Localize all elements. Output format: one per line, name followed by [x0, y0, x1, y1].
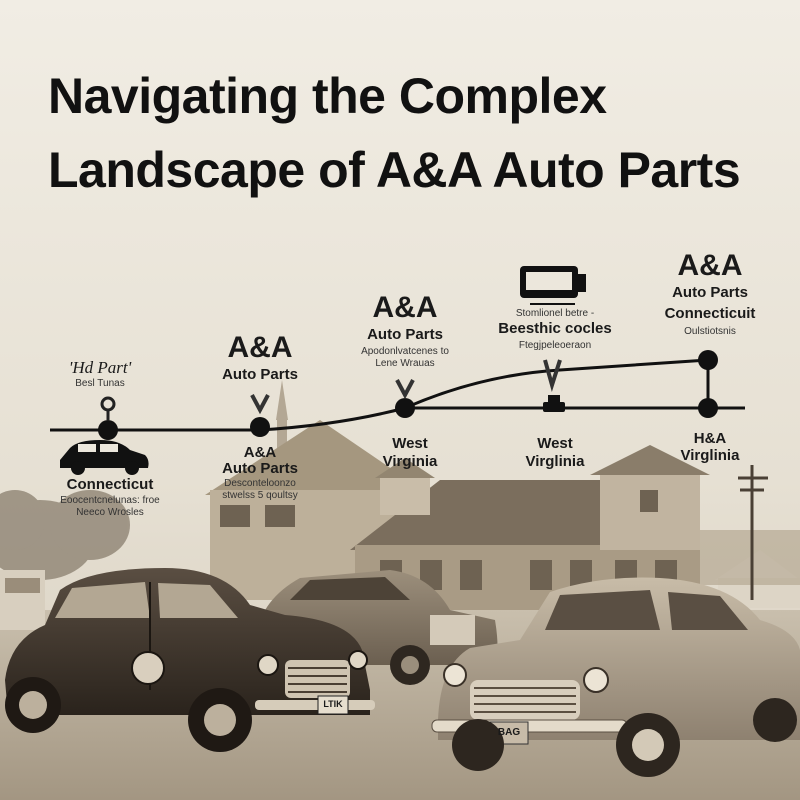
node4b-place-2: Virglinia — [680, 447, 740, 464]
timeline-node-0 — [98, 420, 118, 440]
left-sub: Besl Tunas — [75, 378, 125, 389]
timeline-node-3 — [698, 350, 718, 370]
node4-line-2: Connecticuit — [664, 305, 756, 322]
node1b-brand: A&A — [243, 444, 277, 461]
title-line-1: Navigating the Complex — [48, 68, 607, 124]
node2-brand: A&A — [372, 291, 438, 324]
node4b-place-1: H&A — [693, 430, 727, 447]
left-note-2: Neeco Wrosles — [76, 507, 144, 518]
trees — [0, 490, 130, 580]
title-line-2: Landscape of A&A Auto Parts — [48, 142, 741, 198]
chevron-down-icon — [250, 359, 562, 415]
node3-note-2: Ftegjpeleoeraon — [518, 340, 592, 351]
car-icon — [60, 440, 149, 475]
node1-brand: A&A — [227, 331, 293, 364]
node3-note-1: Stomlionel betre - — [515, 308, 595, 319]
node2-note-2: Lene Wrauas — [375, 358, 435, 369]
node1-line: Auto Parts — [222, 366, 298, 383]
truck-icon — [520, 266, 586, 305]
light-vintage-car — [431, 577, 800, 777]
right-buildings — [700, 530, 800, 608]
left-car-plate: LTIK — [323, 699, 343, 709]
dark-vintage-car — [5, 568, 375, 752]
node1b-line: Auto Parts — [222, 460, 298, 477]
node4-brand: A&A — [677, 249, 743, 282]
right-car-plate: BAG — [497, 727, 521, 738]
door-emblem — [131, 651, 165, 685]
left-note-1: Eoocentcnelunas: froe — [60, 495, 160, 506]
node2-note-1: Apodonlvatcenes to — [361, 346, 449, 357]
cursor-icon — [543, 395, 565, 412]
node3-line: Beesthic cocles — [498, 320, 612, 337]
map-pin-icon — [100, 396, 116, 420]
left-name: 'Hd Part' — [68, 358, 132, 377]
node2-line: Auto Parts — [367, 326, 443, 343]
node4-note: Oulstiotsnis — [684, 326, 736, 337]
steeple — [276, 380, 288, 450]
node1b-note-2: stwelss 5 qoultsy — [222, 490, 298, 501]
utility-pole — [738, 465, 768, 600]
node3b-place-1: West — [537, 435, 573, 452]
timeline-node-4 — [698, 398, 718, 418]
left-place: Connecticut — [66, 476, 154, 493]
timeline-node-1 — [250, 417, 270, 437]
node2b-place-2: Virginia — [382, 453, 438, 470]
timeline-nodes — [98, 350, 718, 440]
left-background-vehicle — [0, 570, 45, 630]
node1b-note-1: Desconteloonzo — [224, 478, 296, 489]
node2b-place-1: West — [392, 435, 428, 452]
timeline-node-2 — [395, 398, 415, 418]
node3b-place-2: Virglinia — [525, 453, 585, 470]
node4-line-1: Auto Parts — [672, 284, 748, 301]
